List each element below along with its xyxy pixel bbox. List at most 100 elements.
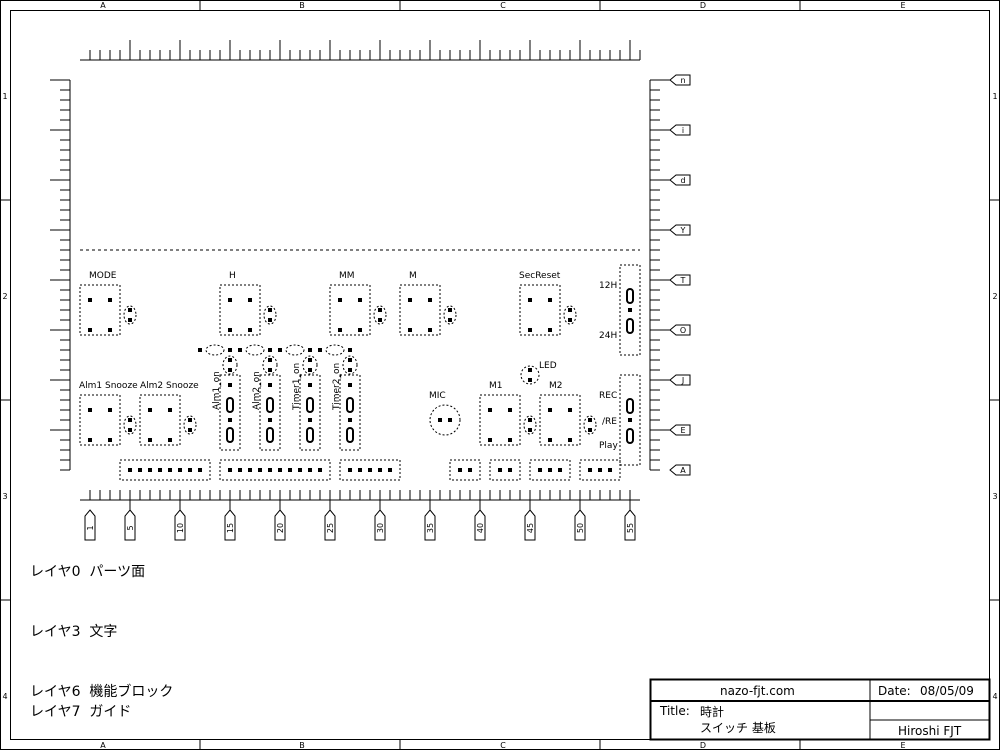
slide-contact — [626, 428, 634, 444]
pad — [128, 318, 132, 322]
pad — [528, 328, 532, 332]
toggle-diode — [262, 355, 278, 375]
pad — [128, 418, 132, 422]
pad — [228, 328, 232, 332]
label-alm2-on: Alm2_on — [252, 371, 262, 410]
pad — [278, 348, 282, 352]
toggle-switch — [339, 374, 361, 451]
pad — [268, 383, 272, 387]
pad — [348, 468, 352, 472]
pad — [588, 418, 592, 422]
pad — [198, 468, 202, 472]
label-alm1-snooze: Alm1 Snooze — [79, 381, 138, 391]
pad — [628, 308, 632, 312]
bottom-column-tag-text: 40 — [476, 523, 485, 533]
pad — [348, 348, 352, 352]
frame-row-number: 1 — [2, 92, 7, 101]
connector-4 — [449, 459, 481, 481]
pad — [408, 298, 412, 302]
pad — [348, 358, 352, 362]
right-row-tag-text: i — [682, 126, 684, 135]
label-play: Play — [599, 441, 618, 451]
toggle-diode — [342, 355, 358, 375]
pad — [378, 308, 382, 312]
bottom-column-tag-text: 45 — [526, 523, 535, 533]
right-row-tag-text: A — [680, 466, 686, 475]
label-secreset: SecReset — [519, 271, 561, 281]
label-rec: REC — [599, 391, 617, 401]
pad — [538, 468, 542, 472]
pad — [528, 428, 532, 432]
pad — [88, 298, 92, 302]
right-row-tag-text: T — [680, 276, 686, 285]
label-m1: M1 — [489, 381, 503, 391]
right-row-tag-shape — [669, 374, 691, 386]
pad — [348, 418, 352, 422]
led-outline — [520, 365, 540, 385]
frame-col-letter: C — [500, 1, 506, 10]
bottom-column-tag-shape — [624, 509, 636, 541]
toggle-contact — [306, 397, 314, 413]
pad — [548, 438, 552, 442]
top-ruler — [80, 40, 641, 61]
slide-contact — [626, 398, 634, 414]
pad — [278, 468, 282, 472]
bottom-column-tag-text: 50 — [576, 523, 585, 533]
series-diode — [205, 344, 225, 356]
bottom-column-tag-text: 55 — [626, 523, 635, 533]
mm-switch — [329, 284, 371, 336]
label-led: LED — [539, 361, 557, 371]
right-row-tag-shape — [669, 174, 691, 186]
pad — [88, 438, 92, 442]
title-block-date: 08/05/09 — [920, 684, 974, 698]
pad — [358, 328, 362, 332]
secreset-diode — [563, 305, 577, 325]
bottom-column-tag-shape — [374, 509, 386, 541]
mode-diode — [123, 305, 137, 325]
pad — [148, 408, 152, 412]
label-timer1-on: Timer1_on — [292, 363, 302, 411]
pad — [448, 418, 452, 422]
frame-col-letter: A — [100, 1, 106, 10]
bottom-column-tag-text: 30 — [376, 523, 385, 533]
pad — [268, 308, 272, 312]
alm1-snooze-switch — [79, 394, 121, 446]
label-12h: 12H — [599, 281, 617, 291]
pad — [408, 328, 412, 332]
pad — [308, 383, 312, 387]
pad — [238, 348, 242, 352]
frame-col-letter: D — [700, 741, 706, 750]
pad — [178, 468, 182, 472]
right-row-tag-text: O — [680, 326, 686, 335]
label-m: M — [409, 271, 417, 281]
pad — [338, 298, 342, 302]
layer-6-label: レイヤ6 機能ブロック — [30, 684, 174, 700]
label-re: /RE — [602, 417, 617, 427]
pad — [148, 468, 152, 472]
frame-col-letter: E — [900, 1, 905, 10]
pad — [318, 468, 322, 472]
series-diode — [285, 344, 305, 356]
right-row-tag-shape — [669, 124, 691, 136]
bottom-column-tag-text: 5 — [126, 525, 135, 530]
pad — [268, 358, 272, 362]
title-block-title-line2: スイッチ 基板 — [700, 721, 776, 735]
slide-switch-rec-play — [619, 374, 641, 466]
bottom-column-tag-shape — [324, 509, 336, 541]
bottom-column-tag-text: 20 — [276, 523, 285, 533]
pad — [358, 298, 362, 302]
pad — [528, 378, 532, 382]
pad — [108, 408, 112, 412]
right-row-tag-text: Y — [680, 226, 686, 235]
pad — [168, 468, 172, 472]
bottom-column-tag-text: 15 — [226, 523, 235, 533]
pad — [508, 438, 512, 442]
toggle-switch — [259, 374, 281, 451]
right-row-tag-shape — [669, 74, 691, 86]
m2-switch — [539, 394, 581, 446]
pad — [428, 298, 432, 302]
pad — [598, 468, 602, 472]
right-row-tag-text: E — [680, 426, 685, 435]
